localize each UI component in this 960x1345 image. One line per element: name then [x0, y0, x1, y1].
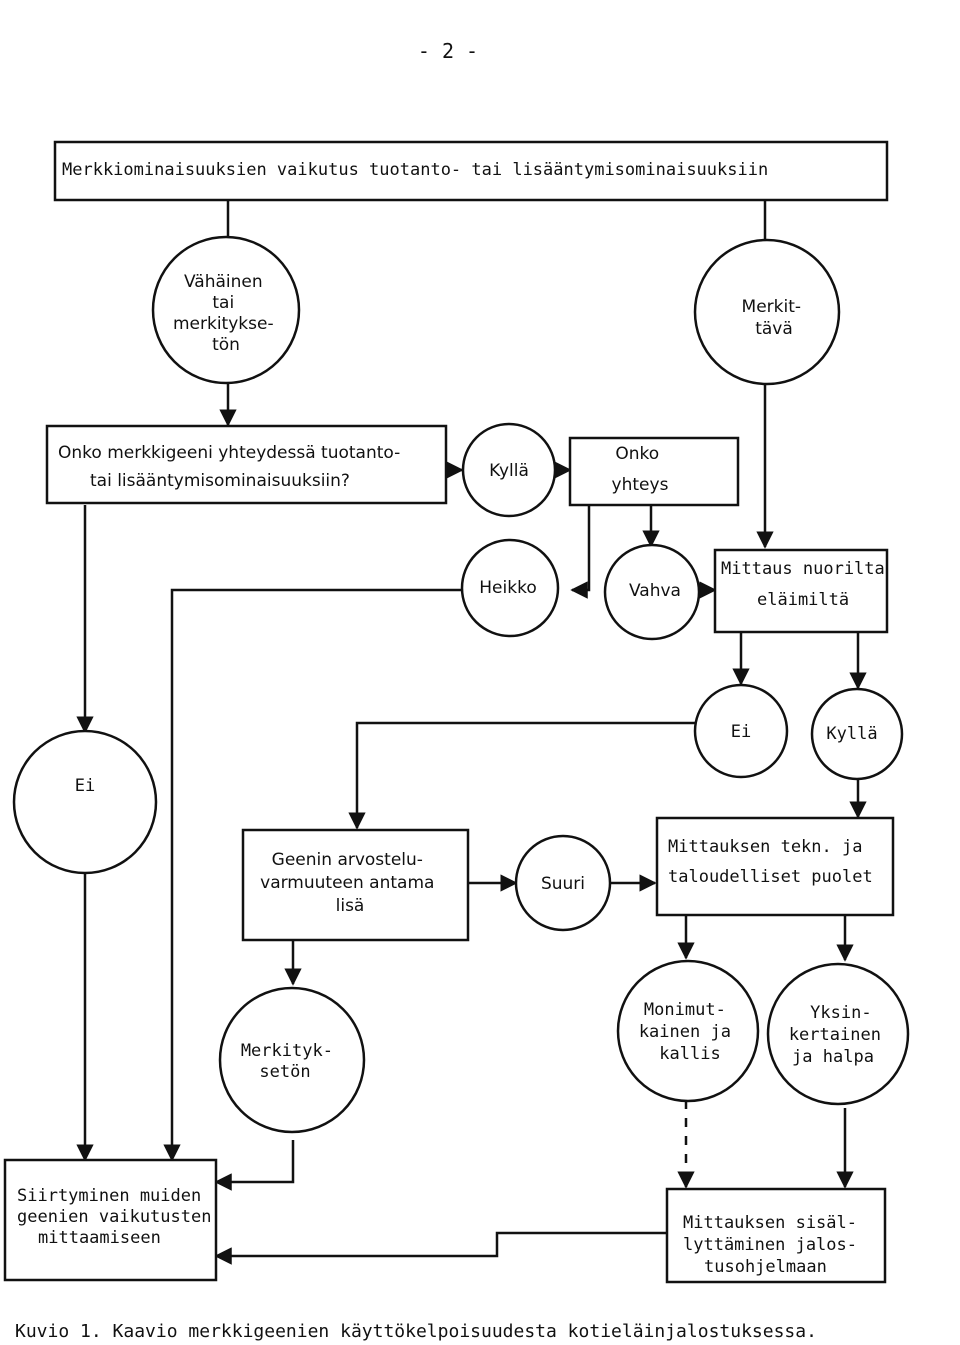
node-kylla-right-label: Kyllä — [826, 724, 877, 744]
node-ei-right-label: Ei — [731, 722, 751, 742]
title-box-text: Merkkiominaisuuksien vaikutus tuotanto- … — [62, 160, 768, 180]
node-yksinkertainen-line-2: kertainen — [789, 1025, 881, 1045]
node-siirtyminen: Siirtyminen muiden geenien vaikutusten m… — [3, 1158, 222, 1282]
node-yksinkertainen-line-3: ja halpa — [792, 1047, 874, 1067]
node-yksinkertainen: Yksin- kertainen ja halpa — [766, 962, 910, 1106]
node-mittauksen-tekn-line-2: taloudelliset puolet — [668, 867, 873, 887]
node-merkittava: Merkit- tävä — [693, 238, 841, 386]
node-vahainen-line-2: tai — [212, 293, 234, 313]
node-ei-left-label: Ei — [75, 776, 95, 796]
svg-text:Vähäinen tai merki: Vähäinen tai merkitykse- tön — [173, 272, 279, 355]
svg-text:Merkit- tävä: Merkit- tävä — [742, 297, 807, 339]
node-question-line-2: tai lisääntymisominaisuuksiin? — [90, 471, 350, 491]
node-mittaus-line-2: eläimiltä — [757, 590, 849, 610]
node-onko-yhteys-line-1: Onko — [615, 444, 659, 464]
node-sisallyttaminen-line-3: tusohjelmaan — [704, 1257, 827, 1277]
node-suuri: Suuri — [514, 834, 612, 932]
node-vahainen: Vähäinen tai merkitykse- tön — [151, 235, 301, 385]
node-heikko: Heikko — [460, 538, 560, 638]
node-yksinkertainen-line-1: Yksin- — [810, 1003, 871, 1023]
node-ei-left: Ei — [12, 729, 158, 875]
svg-text:Siirtyminen muiden geeni: Siirtyminen muiden geenien vaikutusten m… — [17, 1186, 222, 1248]
node-merkittava-line-1: Merkit- — [742, 297, 801, 317]
node-geenin-line-3: lisä — [336, 896, 365, 916]
node-kylla-right: Kyllä — [810, 687, 904, 781]
node-vahainen-line-1: Vähäinen — [184, 272, 263, 292]
node-ei-right: Ei — [693, 683, 789, 779]
svg-text:Onko merkkigeeni yhteydessä tu: Onko merkkigeeni yhteydessä tuotanto- ta… — [58, 443, 406, 491]
node-suuri-label: Suuri — [541, 874, 585, 894]
svg-text:Monimut- kainen ja: Monimut- kainen ja kallis — [639, 1000, 741, 1064]
connectors — [76, 200, 867, 1265]
node-monimutkainen-line-3: kallis — [659, 1044, 720, 1064]
figure-caption: Kuvio 1. Kaavio merkkigeenien käyttökelp… — [15, 1321, 817, 1342]
page-number: - 2 - — [418, 39, 478, 63]
node-mittaus-line-1: Mittaus nuorilta — [721, 559, 885, 579]
edge-merkitykseton-siirtyminen — [214, 1140, 295, 1191]
svg-text:Geenin arvostelu- varmuu: Geenin arvostelu- varmuuteen antama lisä — [260, 850, 440, 916]
node-heikko-label: Heikko — [479, 578, 536, 598]
node-vahainen-line-3: merkitykse- — [173, 314, 274, 334]
title-box: Merkkiominaisuuksien vaikutus tuotanto- … — [53, 140, 889, 202]
node-question-line-1: Onko merkkigeeni yhteydessä tuotanto- — [58, 443, 400, 463]
node-vahva-label: Vahva — [629, 581, 681, 601]
node-geenin-line-1: Geenin arvostelu- — [272, 850, 423, 870]
node-merkitykseton: Merkityk- setön — [218, 986, 366, 1134]
node-vahainen-line-4: tön — [212, 335, 240, 355]
edge-ei-geenin — [348, 721, 695, 830]
node-monimutkainen: Monimut- kainen ja kallis — [616, 959, 760, 1103]
node-question: Onko merkkigeeni yhteydessä tuotanto- ta… — [45, 424, 448, 505]
node-siirtyminen-line-1: Siirtyminen muiden — [17, 1186, 201, 1206]
node-sisallyttaminen-line-1: Mittauksen sisäl- — [683, 1213, 857, 1233]
node-merkitykseton-line-1: Merkityk- — [241, 1041, 333, 1061]
node-monimutkainen-line-1: Monimut- — [644, 1000, 726, 1020]
node-onko-yhteys: Onko yhteys — [568, 436, 740, 507]
svg-text:Merkityk- setön: Merkityk- setön — [241, 1041, 343, 1082]
node-geenin-line-2: varmuuteen antama — [260, 873, 434, 893]
edge-onko-heikko — [570, 505, 591, 599]
node-kylla-top-label: Kyllä — [489, 461, 529, 481]
node-mittaus: Mittaus nuorilta eläimiltä — [713, 548, 895, 634]
svg-text:Mittaus nuorilta eläimil: Mittaus nuorilta eläimiltä — [721, 559, 895, 610]
node-sisallyttaminen: Mittauksen sisäl- lyttäminen jalos- tuso… — [665, 1187, 887, 1284]
svg-text:Onko yhteys: Onko yhteys — [612, 444, 669, 495]
node-siirtyminen-line-2: geenien vaikutusten — [17, 1207, 211, 1227]
svg-text:Mittauksen sisäl- lyttäm: Mittauksen sisäl- lyttäminen jalos- tuso… — [683, 1213, 867, 1277]
node-vahva: Vahva — [603, 543, 701, 641]
node-merkitykseton-line-2: setön — [259, 1062, 310, 1082]
node-siirtyminen-line-3: mittaamiseen — [38, 1228, 161, 1248]
svg-text:Mittauksen tekn. ja talo: Mittauksen tekn. ja taloudelliset puolet — [668, 837, 873, 887]
node-kylla-top: Kyllä — [461, 422, 557, 518]
node-onko-yhteys-line-2: yhteys — [612, 475, 669, 495]
node-sisallyttaminen-line-2: lyttäminen jalos- — [683, 1235, 857, 1255]
node-geenin: Geenin arvostelu- varmuuteen antama lisä — [241, 828, 470, 942]
node-mittauksen-tekn-line-1: Mittauksen tekn. ja — [668, 837, 862, 857]
edge-sisallyttaminen-siirtyminen — [214, 1231, 666, 1265]
node-mittauksen-tekn: Mittauksen tekn. ja taloudelliset puolet — [655, 816, 895, 917]
svg-text:Yksin- kertainen j: Yksin- kertainen ja halpa — [789, 1003, 891, 1067]
edge-heikko-siirtyminen — [163, 588, 465, 1162]
node-merkittava-line-2: tävä — [755, 319, 793, 339]
node-monimutkainen-line-2: kainen ja — [639, 1022, 731, 1042]
